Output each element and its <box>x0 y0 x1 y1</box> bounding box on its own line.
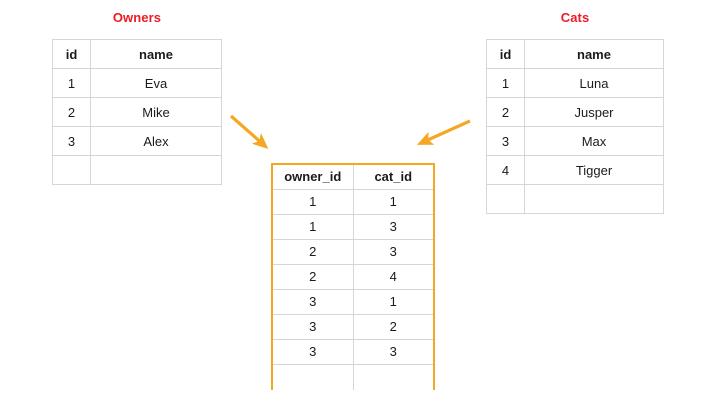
cell-owner-id: 3 <box>272 314 354 340</box>
column-header-name: name <box>524 39 664 69</box>
table-header-row: id name <box>52 39 222 69</box>
cell-cat-id: 1 <box>353 189 434 215</box>
cats-table-title: Cats <box>560 10 590 25</box>
table-row: 3 2 <box>272 314 434 340</box>
owners-table: id name 1 Eva 2 Mike 3 Alex <box>52 39 222 185</box>
cell-empty <box>90 155 222 185</box>
cell-name: Jusper <box>524 97 664 127</box>
cell-empty <box>524 184 664 214</box>
cell-cat-id: 3 <box>353 339 434 365</box>
table-row: 1 Luna <box>486 68 664 98</box>
table-row: 1 1 <box>272 189 434 215</box>
cell-owner-id: 2 <box>272 264 354 290</box>
cell-cat-id: 4 <box>353 264 434 290</box>
table-row-empty <box>272 364 434 390</box>
column-header-id: id <box>486 39 525 69</box>
table-row: 4 Tigger <box>486 155 664 185</box>
cell-cat-id: 3 <box>353 239 434 265</box>
cell-owner-id: 1 <box>272 214 354 240</box>
owners-table-title: Owners <box>112 10 162 25</box>
cell-id: 1 <box>486 68 525 98</box>
table-row: 1 3 <box>272 214 434 240</box>
cats-table: id name 1 Luna 2 Jusper 3 Max 4 Tigger <box>486 39 664 214</box>
table-row: 3 Max <box>486 126 664 156</box>
cell-id: 2 <box>52 97 91 127</box>
table-row-empty <box>486 184 664 214</box>
table-row: 2 3 <box>272 239 434 265</box>
cell-name: Luna <box>524 68 664 98</box>
cell-name: Eva <box>90 68 222 98</box>
cell-empty <box>353 364 434 390</box>
cell-id: 3 <box>486 126 525 156</box>
cell-owner-id: 3 <box>272 339 354 365</box>
cell-empty <box>272 364 354 390</box>
table-row: 2 4 <box>272 264 434 290</box>
cell-name: Alex <box>90 126 222 156</box>
column-header-owner-id: owner_id <box>272 164 354 190</box>
arrow-owners-to-junction <box>229 114 269 149</box>
column-header-name: name <box>90 39 222 69</box>
column-header-id: id <box>52 39 91 69</box>
cell-id: 2 <box>486 97 525 127</box>
column-header-cat-id: cat_id <box>353 164 434 190</box>
cell-owner-id: 2 <box>272 239 354 265</box>
cell-name: Tigger <box>524 155 664 185</box>
table-row: 3 1 <box>272 289 434 315</box>
cell-id: 3 <box>52 126 91 156</box>
cell-name: Max <box>524 126 664 156</box>
cell-empty <box>486 184 525 214</box>
cell-cat-id: 2 <box>353 314 434 340</box>
cell-owner-id: 3 <box>272 289 354 315</box>
cell-cat-id: 1 <box>353 289 434 315</box>
table-row: 2 Mike <box>52 97 222 127</box>
table-row: 2 Jusper <box>486 97 664 127</box>
cell-owner-id: 1 <box>272 189 354 215</box>
cell-name: Mike <box>90 97 222 127</box>
cell-cat-id: 3 <box>353 214 434 240</box>
cell-empty <box>52 155 91 185</box>
table-row: 3 Alex <box>52 126 222 156</box>
table-row-empty <box>52 155 222 185</box>
table-header-row: owner_id cat_id <box>272 164 434 190</box>
junction-table: owner_id cat_id 1 1 1 3 2 3 2 4 3 <box>271 163 435 390</box>
cell-id: 4 <box>486 155 525 185</box>
table-row: 1 Eva <box>52 68 222 98</box>
table-header-row: id name <box>486 39 664 69</box>
table-row: 3 3 <box>272 339 434 365</box>
arrow-cats-to-junction <box>416 119 471 145</box>
cell-id: 1 <box>52 68 91 98</box>
